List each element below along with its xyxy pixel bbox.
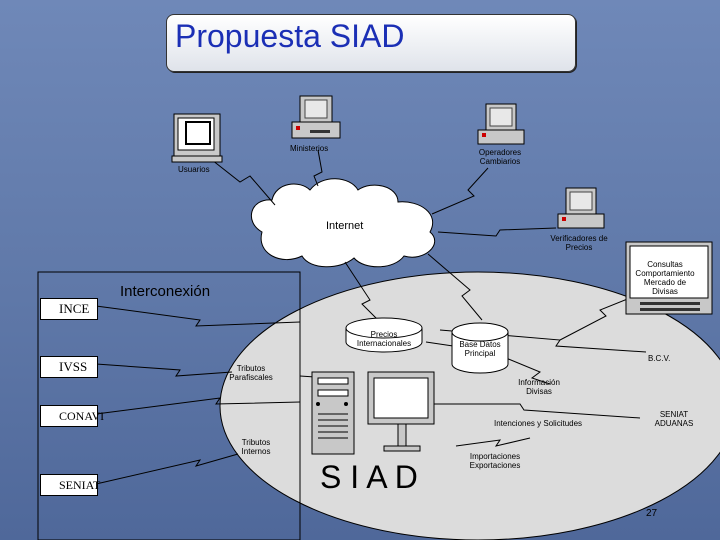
siad-server xyxy=(311,371,355,455)
precios-label: Precios Internacionales xyxy=(356,330,412,348)
base-datos-database xyxy=(451,322,509,374)
usuarios-monitor xyxy=(171,113,223,163)
siad-label: S I A D xyxy=(320,459,418,495)
tributos-parafiscales-label: Tributos Parafiscales xyxy=(229,364,273,382)
entity-conavi: CONAVI xyxy=(40,405,104,427)
internet-label: Internet xyxy=(326,220,364,232)
interconexion-label: Interconexión xyxy=(120,283,211,300)
precios-database xyxy=(345,317,423,353)
consultas-label: Consultas Comportamiento Mercado de Divi… xyxy=(635,260,695,296)
operadores-computer xyxy=(477,103,525,145)
interconexion-frame xyxy=(37,271,301,540)
entity-seniat: SENIAT xyxy=(40,474,100,496)
operadores-label: Operadores Cambiarios xyxy=(478,148,522,166)
bcv-label: B.C.V. xyxy=(648,354,671,363)
ministerios-label: Ministerios xyxy=(290,144,329,153)
consultas-monitor xyxy=(625,241,713,315)
page-title: Propuesta SIAD xyxy=(175,18,405,54)
tributos-internos-label: Tributos Internos xyxy=(241,438,271,456)
siad-ellipse xyxy=(219,271,720,540)
intenciones-label: Intenciones y Solicitudes xyxy=(494,419,583,428)
entity-ivss: IVSS xyxy=(40,356,98,378)
verificadores-label: Verificadores de Precios xyxy=(550,234,608,252)
base-datos-label: Base Datos Principal xyxy=(459,340,501,358)
seniat-aduanas-label: SENIAT ADUANAS xyxy=(654,410,694,428)
ministerios-computer xyxy=(291,95,341,139)
informacion-divisas-label: Información Divisas xyxy=(518,378,560,396)
usuarios-label: Usuarios xyxy=(178,165,210,174)
internet-cloud xyxy=(251,178,436,268)
page-number: 27 xyxy=(646,508,658,519)
title-box xyxy=(166,14,576,72)
siad-monitor xyxy=(367,371,435,452)
entity-ince: INCE xyxy=(40,298,98,320)
verificadores-computer xyxy=(557,187,605,229)
importaciones-label: Importaciones Exportaciones xyxy=(469,452,521,470)
